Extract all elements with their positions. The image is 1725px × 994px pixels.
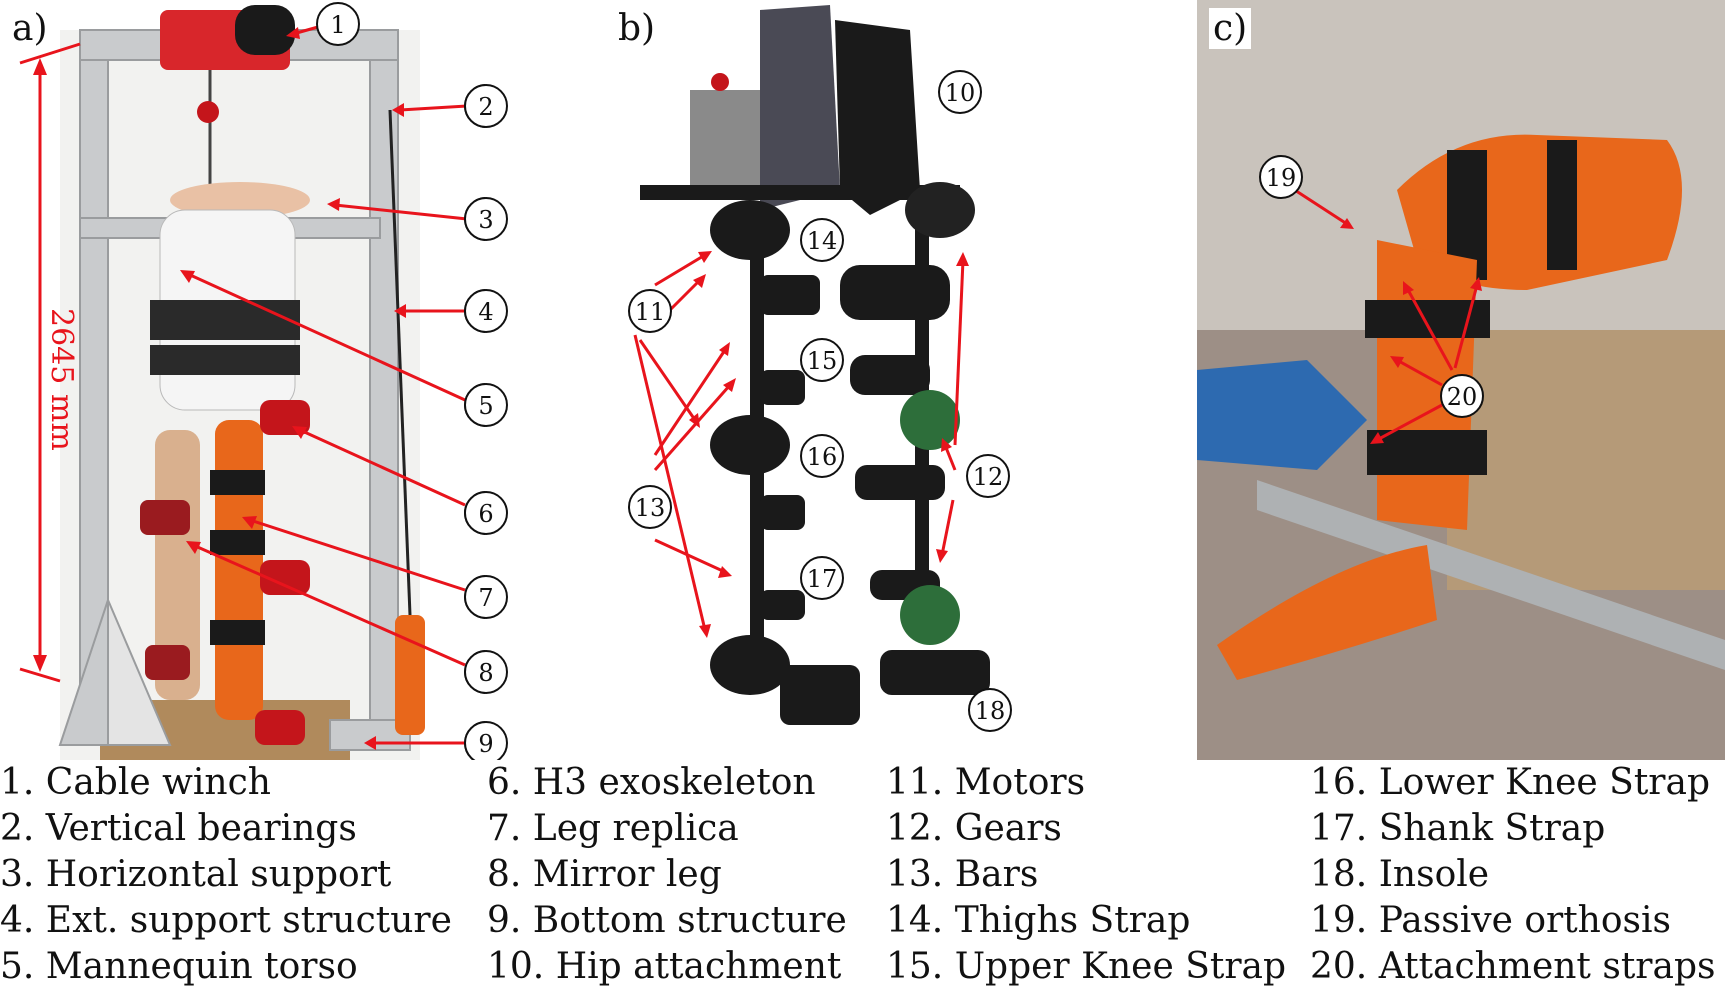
foot	[1217, 545, 1437, 680]
callout-3: 3	[478, 206, 493, 234]
legend-item: 12. Gears	[886, 808, 1062, 849]
cable-winch	[160, 5, 295, 210]
callout-circles-c	[1259, 155, 1484, 418]
callout-circles-b	[628, 70, 1012, 732]
panel-letter-a: a)	[12, 8, 48, 49]
legend-item: 16. Lower Knee Strap	[1310, 762, 1711, 803]
callout-2: 2	[478, 93, 493, 121]
callout-14: 14	[807, 227, 838, 255]
cardboard-box	[1447, 330, 1725, 590]
callout-5: 5	[478, 392, 493, 420]
panel-c-photo: 19 20	[1197, 0, 1725, 760]
legend-col-3: 11. Motors 12. Gears 13. Bars 14. Thighs…	[886, 760, 1286, 990]
legend-item: 13. Bars	[886, 854, 1039, 895]
support-frame	[58, 29, 411, 751]
panel-letter-c: c)	[1209, 8, 1252, 49]
legend-item: 11. Motors	[886, 762, 1086, 803]
legend-item: 5. Mannequin torso	[0, 946, 358, 987]
callout-20: 20	[1447, 383, 1478, 411]
legend-item: 17. Shank Strap	[1310, 808, 1606, 849]
legend-item: 10. Hip attachment	[487, 946, 842, 987]
panel-b-illustration: 10 11 12 13 14 15 16 17 18	[628, 5, 1012, 732]
legend-item: 1. Cable winch	[0, 762, 271, 803]
exoskeleton-right-leg	[840, 182, 990, 695]
callout-4: 4	[478, 298, 493, 326]
blue-cloth	[1197, 360, 1367, 470]
callout-8: 8	[478, 659, 493, 687]
callout-15: 15	[807, 347, 838, 375]
floor-rail	[1257, 480, 1725, 670]
panel-a-illustration: 2645 mm 1	[0, 0, 508, 765]
legend-col-2: 6. H3 exoskeleton 7. Leg replica 8. Mirr…	[487, 760, 847, 990]
exoskeleton-left-leg	[710, 200, 860, 725]
callout-6: 6	[478, 500, 493, 528]
height-dimension-arrow	[19, 42, 81, 683]
callout-11: 11	[635, 298, 666, 326]
legend-item: 19. Passive orthosis	[1310, 900, 1671, 941]
height-dimension-label: 2645 mm	[44, 308, 79, 451]
passive-orthosis	[1217, 134, 1682, 680]
callout-12: 12	[973, 463, 1004, 491]
callout-18: 18	[975, 697, 1006, 725]
callout-9: 9	[478, 730, 493, 758]
legend-item: 2. Vertical bearings	[0, 808, 357, 849]
callout-13: 13	[635, 494, 666, 522]
legend-item: 4. Ext. support structure	[0, 900, 452, 941]
legend-item: 15. Upper Knee Strap	[886, 946, 1287, 987]
panel-a: 2645 mm 1 a)	[0, 0, 508, 765]
callout-16: 16	[807, 443, 838, 471]
panel-c: 19 20 c)	[1197, 0, 1725, 760]
legend-item: 3. Horizontal support	[0, 854, 392, 895]
legend-item: 6. H3 exoskeleton	[487, 762, 816, 803]
legend-item: 8. Mirror leg	[487, 854, 722, 895]
legend-col-1: 1. Cable winch 2. Vertical bearings 3. H…	[0, 760, 452, 990]
panel-b: 10 11 12 13 14 15 16 17 18 b)	[610, 0, 1050, 760]
callout-17: 17	[807, 565, 838, 593]
legend-col-4: 16. Lower Knee Strap 17. Shank Strap 18.…	[1310, 760, 1715, 990]
leg-replica	[210, 400, 310, 745]
callout-arrows-a	[180, 25, 468, 750]
legend-item: 7. Leg replica	[487, 808, 739, 849]
legend-item: 14. Thighs Strap	[886, 900, 1191, 941]
mirror-leg	[140, 430, 200, 700]
panel-a-right-callouts: 2 3 4 5 6 7 8 9	[464, 84, 508, 760]
mannequin-torso	[150, 182, 310, 411]
legend-item: 20. Attachment straps	[1310, 946, 1716, 987]
callout-10: 10	[945, 79, 976, 107]
hip-attachment	[640, 5, 960, 215]
callout-1: 1	[330, 11, 345, 39]
panel-letter-b: b)	[618, 8, 656, 49]
callout-19: 19	[1266, 164, 1297, 192]
legend-item: 18. Insole	[1310, 854, 1490, 895]
callout-7: 7	[478, 584, 493, 612]
legend-item: 9. Bottom structure	[487, 900, 847, 941]
